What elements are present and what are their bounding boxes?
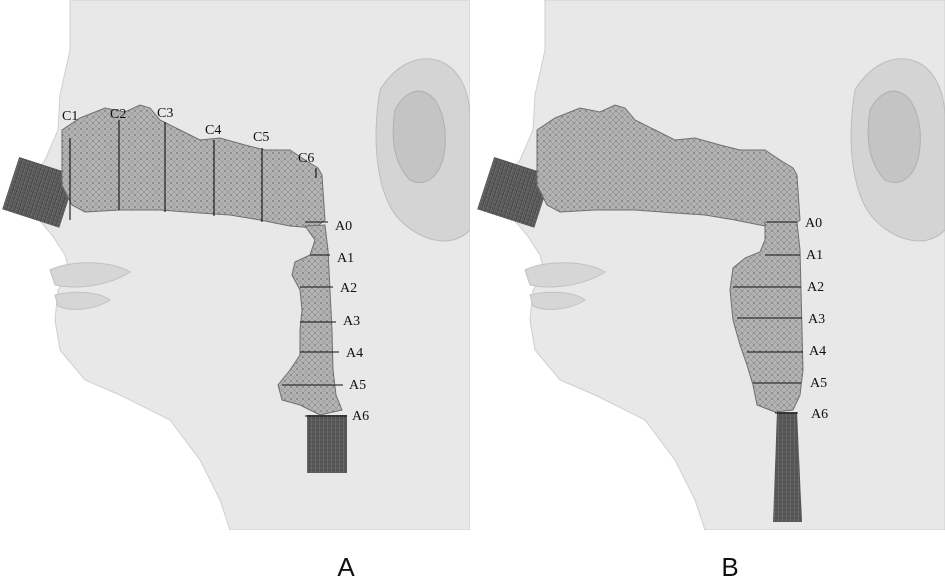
label-a0: A0 bbox=[805, 216, 822, 231]
label-a4: A4 bbox=[346, 346, 363, 361]
label-c3: C3 bbox=[157, 106, 173, 121]
panel-a: C1 C2 C3 C4 C5 C6 A0 A1 A2 A3 A4 A5 A6 bbox=[0, 0, 470, 530]
label-c5: C5 bbox=[253, 130, 269, 145]
panel-a-figure: C1 C2 C3 C4 C5 C6 A0 A1 A2 A3 A4 A5 A6 bbox=[0, 0, 470, 530]
label-a4: A4 bbox=[809, 344, 826, 359]
label-a1: A1 bbox=[806, 248, 823, 263]
label-a5: A5 bbox=[349, 378, 366, 393]
label-a5: A5 bbox=[810, 376, 827, 391]
label-c1: C1 bbox=[62, 109, 78, 124]
label-a6: A6 bbox=[811, 407, 828, 422]
label-c4: C4 bbox=[205, 123, 221, 138]
label-c6: C6 bbox=[298, 151, 314, 166]
label-a0: A0 bbox=[335, 219, 352, 234]
label-a3: A3 bbox=[343, 314, 360, 329]
label-c2: C2 bbox=[110, 107, 126, 122]
panel-b-caption: B bbox=[700, 552, 760, 583]
label-a3: A3 bbox=[808, 312, 825, 327]
outlet-pipe bbox=[773, 412, 802, 522]
label-a2: A2 bbox=[340, 281, 357, 296]
panel-b: A0 A1 A2 A3 A4 A5 A6 bbox=[475, 0, 945, 530]
outlet-pipe bbox=[307, 415, 347, 473]
label-a2: A2 bbox=[807, 280, 824, 295]
label-a1: A1 bbox=[337, 251, 354, 266]
label-a6: A6 bbox=[352, 409, 369, 424]
panel-a-caption: A bbox=[316, 552, 376, 583]
panel-b-figure: A0 A1 A2 A3 A4 A5 A6 bbox=[475, 0, 945, 530]
